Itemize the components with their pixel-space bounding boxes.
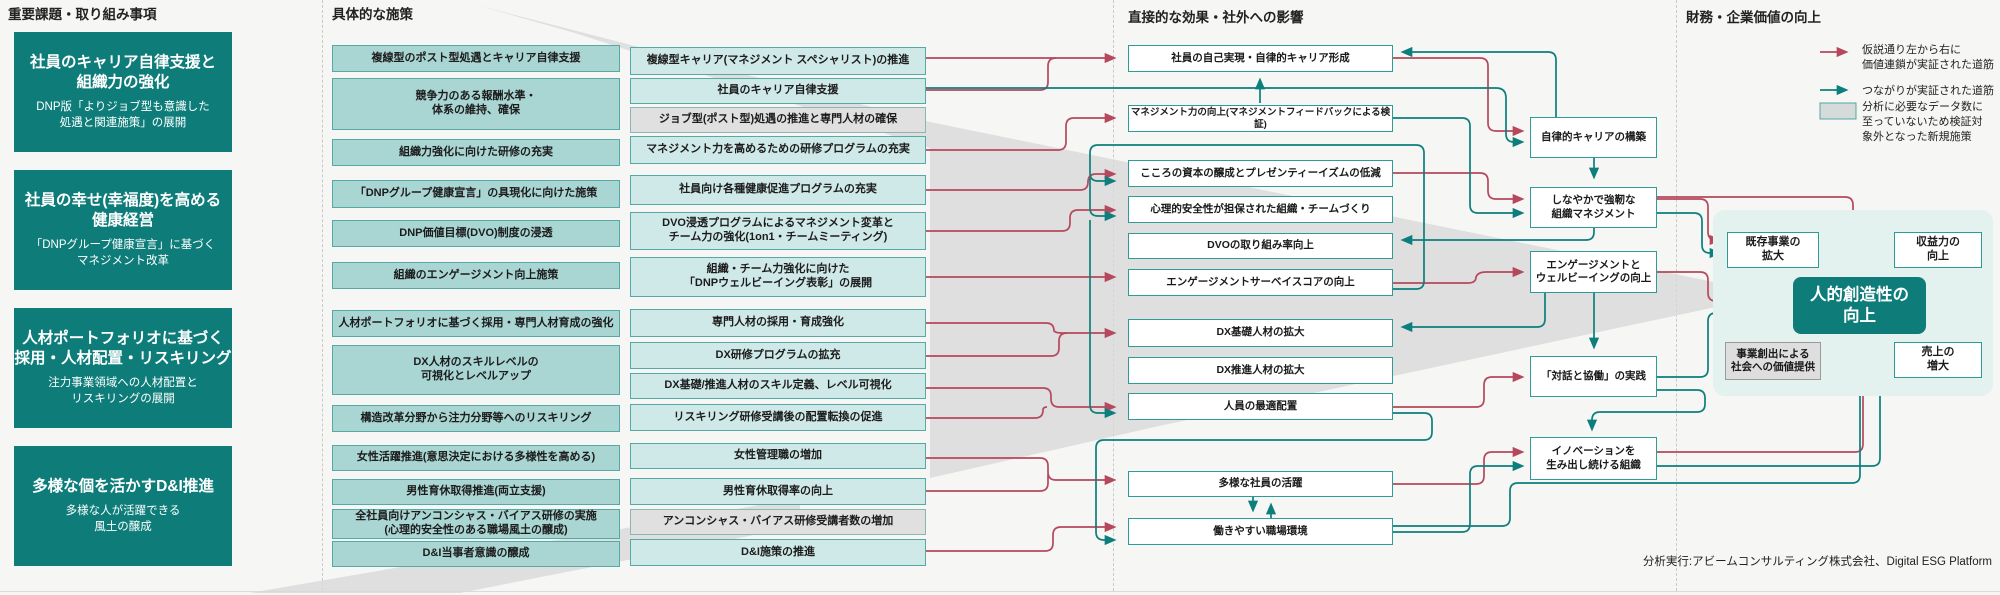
effect-box: 働きやすい職場環境: [1128, 518, 1393, 545]
finance-box-profitability: 収益力の 向上: [1894, 232, 1982, 268]
issue-title: 社員の幸せ(幸福度)を高める 健康経営: [24, 191, 222, 229]
effect-box: エンゲージメントサーベイスコアの向上: [1128, 269, 1393, 296]
measure-box: 人材ポートフォリオに基づく採用・専門人材育成の強化: [332, 310, 620, 337]
measure-box: DVO浸透プログラムによるマネジメント変革と チーム力の強化(1on1・チームミ…: [630, 212, 926, 250]
measure-box: マネジメント力を高めるための研修プログラムの充実: [630, 136, 926, 164]
measure-box: 組織・チーム力強化に向けた 「DNPウェルビーイング表彰」の展開: [630, 257, 926, 297]
outcome-box: 「対話と協働」の実践: [1530, 356, 1657, 397]
measure-box: 女性活躍推進(意思決定における多様性を高める): [332, 445, 620, 471]
header-issues: 重要課題・取り組み事項: [8, 7, 157, 22]
issue-box-portfolio-reskilling: 人材ポートフォリオに基づく 採用・人材配置・リスキリング 注力事業領域への人材配…: [14, 308, 232, 428]
issue-box-health-management: 社員の幸せ(幸福度)を高める 健康経営 「DNPグループ健康宣言」に基づく マネ…: [14, 170, 232, 290]
outcome-box: 自律的キャリアの構築: [1530, 117, 1657, 158]
measure-box: DX研修プログラムの拡充: [630, 342, 926, 369]
measure-box-excluded: ジョブ型(ポスト型)処遇の推進と専門人材の確保: [630, 107, 926, 133]
outcome-box: イノベーションを 生み出し続ける組織: [1530, 437, 1657, 480]
effect-box: 心理的安全性が担保された組織・チームづくり: [1128, 196, 1393, 223]
measure-box: 組織のエンゲージメント向上施策: [332, 262, 620, 289]
measure-box: 組織力強化に向けた研修の充実: [332, 139, 620, 166]
effect-box: マネジメント力の向上(マネジメントフィードバックによる検証): [1128, 105, 1393, 132]
issue-subtitle: 多様な人が活躍できる 風土の醸成: [65, 505, 181, 533]
column-separator: [322, 0, 323, 591]
measure-box: 複線型のポスト型処遇とキャリア自律支援: [332, 45, 620, 72]
measure-box: 女性管理職の増加: [630, 443, 926, 469]
measure-box: 全社員向けアンコンシャス・バイアス研修の実施 (心理的安全性のある職場風土の醸成…: [332, 509, 620, 539]
effect-box: 人員の最適配置: [1128, 393, 1393, 420]
finance-box-social-value: 事業創出による 社会への価値提供: [1725, 342, 1821, 380]
legend-gray-label: 分析に必要なデータ数に 至っていないため検証対 象外となった新規施策: [1862, 101, 1983, 143]
measure-box: D&I当事者意識の醸成: [332, 541, 620, 567]
outcome-box: エンゲージメントと ウェルビーイングの向上: [1530, 251, 1657, 293]
effect-box: DX推進人材の拡大: [1128, 357, 1393, 384]
issue-subtitle: 「DNPグループ健康宣言」に基づく マネジメント改革: [30, 239, 216, 267]
issue-title: 多様な個を活かすD&I推進: [32, 477, 214, 495]
measure-box: 専門人材の採用・育成強化: [630, 309, 926, 337]
measure-box: DNP価値目標(DVO)制度の浸透: [332, 220, 620, 247]
header-measures: 具体的な施策: [332, 7, 413, 22]
measure-box: 構造改革分野から注力分野等へのリスキリング: [332, 405, 620, 432]
measure-box: 複線型キャリア(マネジメント スペシャリスト)の推進: [630, 47, 926, 75]
measure-box: DX人材のスキルレベルの 可視化とレベルアップ: [332, 345, 620, 395]
header-effects: 直接的な効果・社外への影響: [1128, 10, 1304, 25]
issue-box-diversity: 多様な個を活かすD&I推進 多様な人が活躍できる 風土の醸成: [14, 446, 232, 566]
issue-title: 人材ポートフォリオに基づく 採用・人材配置・リスキリング: [14, 329, 232, 367]
effect-box: DVOの取り組み率向上: [1128, 233, 1393, 259]
issue-subtitle: 注力事業領域への人材配置と リスキリングの展開: [48, 377, 198, 405]
header-value: 財務・企業価値の向上: [1686, 10, 1821, 25]
issue-box-career-autonomy: 社員のキャリア自律支援と 組織力の強化 DNP版「よりジョブ型も意識した 処遇と…: [14, 32, 232, 152]
measure-box: 男性育休取得推進(両立支援): [332, 479, 620, 505]
measure-box-excluded: アンコンシャス・バイアス研修受講者数の増加: [630, 509, 926, 535]
issue-title: 社員のキャリア自律支援と 組織力の強化: [29, 53, 216, 91]
legend-red-label: 仮説通り左から右に 価値連鎖が実証された道筋: [1862, 44, 1994, 71]
finance-box-human-creativity: 人的創造性の 向上: [1793, 277, 1926, 334]
measure-box: 社員向け各種健康促進プログラムの充実: [630, 175, 926, 205]
legend-gray-swatch: [1819, 102, 1857, 120]
measure-box: DX基礎/推進人材のスキル定義、レベル可視化: [630, 373, 926, 399]
effect-box: 社員の自己実現・自律的キャリア形成: [1128, 45, 1393, 72]
measure-box: 競争力のある報酬水準・ 体系の維持、確保: [332, 78, 620, 130]
measure-box: 社員のキャリア自律支援: [630, 78, 926, 104]
effect-box: 多様な社員の活躍: [1128, 471, 1393, 497]
issue-subtitle: DNP版「よりジョブ型も意識した 処遇と関連施策」の展開: [36, 101, 210, 129]
measure-box: 「DNPグループ健康宣言」の具現化に向けた施策: [332, 180, 620, 208]
bottom-divider: [0, 591, 2000, 592]
analysis-attribution: 分析実行:アビームコンサルティング株式会社、Digital ESG Platfo…: [1642, 556, 1992, 568]
finance-box-sales-growth: 売上の 増大: [1894, 342, 1982, 378]
finance-box-existing-business: 既存事業の 拡大: [1727, 232, 1819, 268]
legend-teal-label: つながりが実証された道筋: [1862, 85, 1994, 97]
measure-box: 男性育休取得率の向上: [630, 478, 926, 505]
effect-box: こころの資本の醸成とプレゼンティーイズムの低減: [1128, 160, 1393, 187]
measure-box: D&I施策の推進: [630, 539, 926, 566]
outcome-box: しなやかで強靭な 組織マネジメント: [1530, 187, 1657, 228]
effect-box: DX基礎人材の拡大: [1128, 319, 1393, 347]
measure-box: リスキリング研修受講後の配置転換の促進: [630, 404, 926, 431]
